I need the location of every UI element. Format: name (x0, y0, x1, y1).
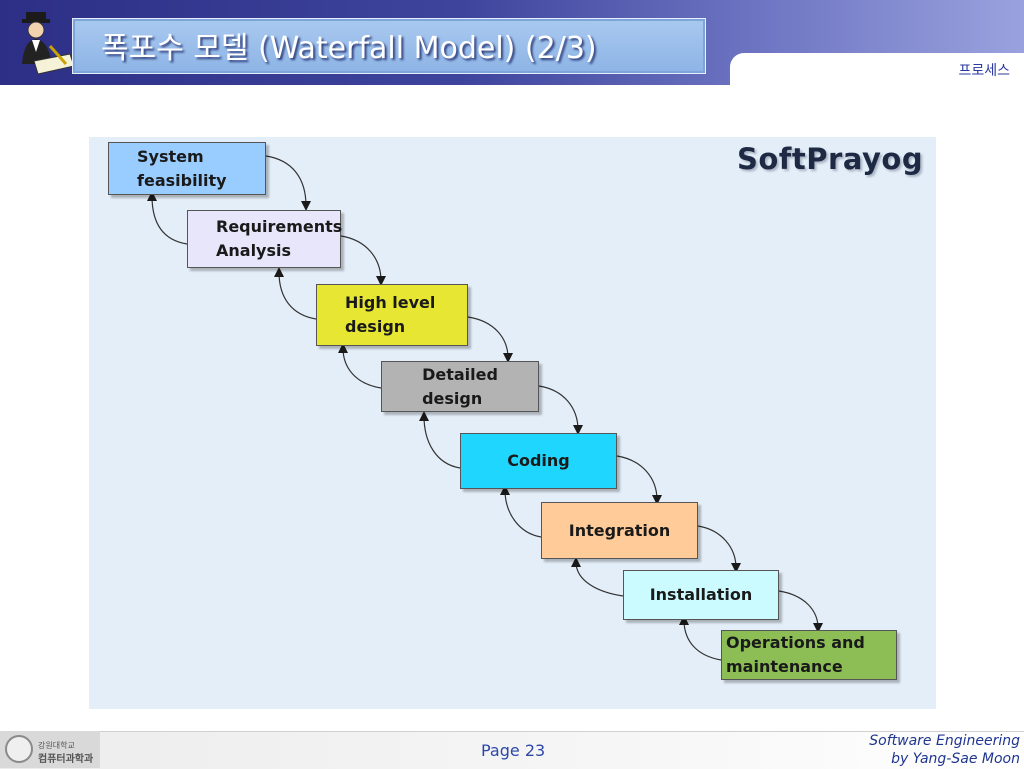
feedback-arrow (419, 411, 461, 469)
page-number: Page 23 (481, 741, 546, 760)
stage-label: Integration (568, 520, 671, 540)
forward-arrow (340, 235, 386, 286)
slide-title: 폭포수 모델 (Waterfall Model) (2/3) (101, 31, 597, 66)
footer-band (0, 731, 1024, 769)
stage-label: Requirements Analysis (216, 217, 343, 260)
forward-arrow (616, 455, 662, 505)
slide-title-box: 폭포수 모델 (Waterfall Model) (2/3) (72, 18, 706, 74)
feedback-arrow (338, 343, 382, 389)
forward-arrow (538, 385, 583, 435)
stage-detailed-design: Detailed design (381, 361, 539, 412)
university-name: 강원대학교 (38, 741, 75, 750)
stage-label: Installation (649, 585, 753, 604)
stage-system-feasibility: System feasibility (108, 142, 266, 195)
course-credit: Software Engineering by Yang-Sae Moon (869, 732, 1020, 768)
feedback-arrow (274, 267, 317, 320)
stage-operations-maintenance: Operations and maintenance (721, 630, 897, 680)
stage-requirements-analysis: Requirements Analysis (187, 210, 343, 268)
forward-arrow (778, 590, 823, 633)
stage-high-level-design: High level design (316, 284, 468, 346)
forward-arrow (697, 525, 741, 573)
stage-label: Operations and maintenance (726, 633, 865, 676)
stage-coding: Coding (460, 433, 617, 489)
course-author: by Yang-Sae Moon (891, 751, 1020, 767)
feedback-arrow (500, 485, 542, 538)
stage-installation: Installation (623, 570, 779, 620)
stage-label: High level design (345, 293, 436, 336)
stage-label: Coding (507, 451, 570, 470)
professor-logo-icon (14, 6, 76, 78)
stage-label: Detailed design (422, 364, 498, 408)
university-seal-icon (5, 735, 33, 763)
feedback-arrow (147, 191, 188, 245)
forward-arrow (467, 316, 513, 363)
forward-arrow (265, 155, 311, 211)
feedback-arrow (679, 615, 722, 661)
section-tab (730, 53, 1024, 93)
stage-integration: Integration (541, 502, 698, 559)
department-name: 컴퓨터과학과 (38, 754, 94, 765)
course-title: Software Engineering (869, 733, 1020, 749)
section-label: 프로세스 (958, 63, 1010, 79)
stage-label: System feasibility (137, 146, 227, 190)
brand-watermark: SoftPrayog (737, 142, 924, 176)
feedback-arrow (571, 557, 624, 597)
